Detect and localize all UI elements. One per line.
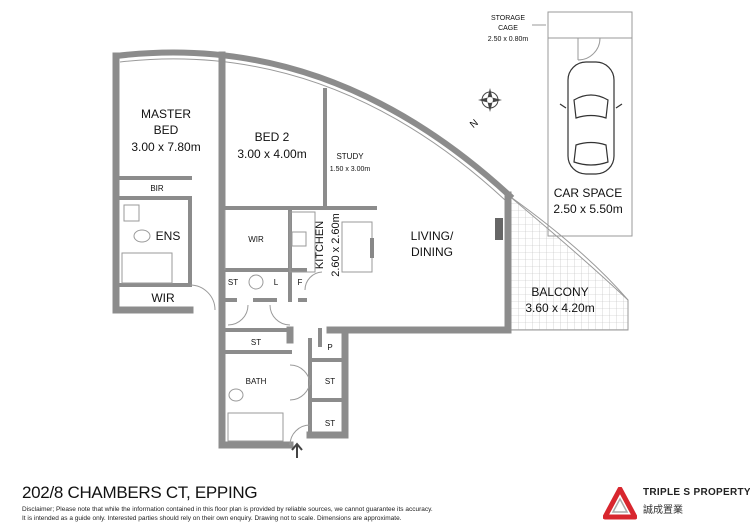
master-bed-label: MASTER: [141, 107, 191, 121]
car-space: [547, 11, 633, 237]
laundry-tub-icon: [248, 274, 264, 290]
balcony-label: BALCONY: [531, 285, 588, 299]
balcony-dims: 3.60 x 4.20m: [525, 301, 594, 315]
store-right-2-label: ST: [325, 419, 335, 428]
living-label: LIVING/: [411, 229, 454, 243]
hall-store-label: ST: [251, 338, 261, 347]
ens-label: ENS: [156, 229, 181, 243]
wir-master-label: WIR: [151, 291, 175, 305]
bed2-dims: 3.00 x 4.00m: [237, 147, 306, 161]
interior-walls: [114, 88, 377, 437]
master-bed-dims: 3.00 x 7.80m: [131, 140, 200, 154]
storage-label: STORAGE: [491, 15, 525, 22]
storage-cage-door-swing: [577, 37, 601, 61]
logo-triangle-icon: [603, 487, 637, 520]
storage-dims: 2.50 x 0.80m: [488, 36, 529, 43]
fridge-label: F: [298, 278, 303, 287]
car-icon: [559, 61, 623, 175]
disclaimer: Disclaimer; Please note that while the i…: [22, 505, 433, 523]
bath-fixtures: [227, 388, 284, 442]
bath-label: BATH: [246, 377, 267, 386]
facade-glazing-line: [119, 58, 506, 201]
living-pillar: [495, 218, 503, 240]
living-label-2: DINING: [411, 245, 453, 259]
storage-label-2: CAGE: [498, 25, 518, 32]
logo-chinese: 誠成置業: [643, 505, 683, 516]
store-label: ST: [228, 278, 238, 287]
study-label: STUDY: [336, 152, 364, 161]
wir-bed2-label: WIR: [248, 235, 264, 244]
bed2-label: BED 2: [255, 130, 290, 144]
bir-label: BIR: [150, 184, 164, 193]
curved-facade: [112, 49, 515, 201]
store-right-1-label: ST: [325, 377, 335, 386]
study-dims: 1.50 x 3.00m: [330, 166, 371, 173]
car-space-dims: 2.50 x 5.50m: [553, 202, 622, 216]
property-address: 202/8 CHAMBERS CT, EPPING: [22, 483, 258, 502]
kitchen-fixtures: [289, 211, 374, 273]
entry-arrow-icon: [291, 442, 303, 458]
ensuite-fixtures: [121, 204, 173, 284]
door-swings: [189, 271, 323, 446]
disclaimer-line-1: Disclaimer; Please note that while the i…: [22, 506, 433, 513]
outer-walls: [112, 51, 512, 449]
kitchen-dims: 2.60 x 2.60m: [330, 213, 342, 277]
laundry-label: L: [274, 278, 279, 287]
disclaimer-line-2: It is intended as a guide only. Interest…: [22, 515, 402, 523]
logo-name: TRIPLE S PROPERTY: [643, 487, 750, 498]
master-bed-label-2: BED: [154, 123, 179, 137]
compass-rose-icon: [478, 88, 502, 112]
compass-north-label: N: [468, 118, 481, 131]
triple-s-property-logo: TRIPLE S PROPERTY 誠成置業: [603, 485, 750, 527]
balcony-balustrade: [507, 194, 629, 301]
car-space-label: CAR SPACE: [554, 186, 622, 200]
pantry-label: P: [327, 343, 332, 352]
kitchen-label: KITCHEN: [314, 221, 326, 269]
